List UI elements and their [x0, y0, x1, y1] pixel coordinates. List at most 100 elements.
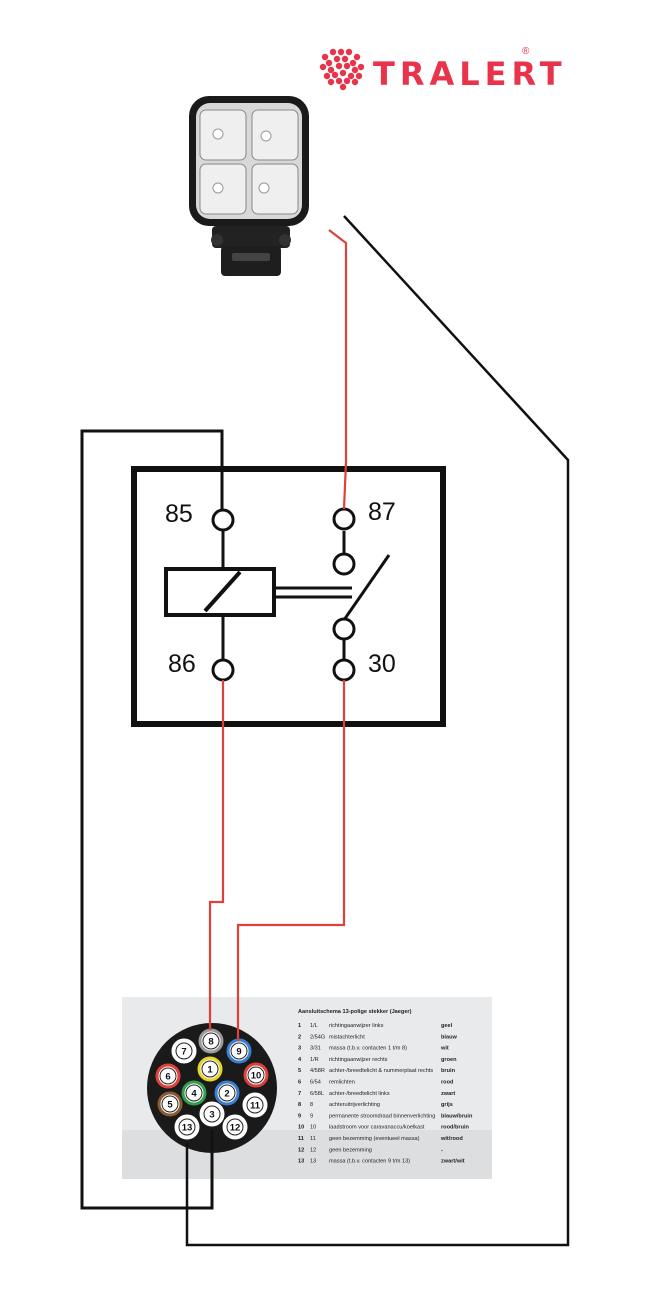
- label-86: 86: [168, 650, 196, 678]
- pin-description: massa (t.b.v. contacten 9 t/m 13): [329, 1159, 410, 1165]
- pin-wire-color: rood: [441, 1080, 454, 1086]
- schema-title: Aansluitschema 13-polige stekker (Jaeger…: [298, 1009, 412, 1015]
- connector-pin-socket: [159, 1067, 177, 1085]
- pin-code: 12: [310, 1147, 316, 1153]
- pin-code: 2/54G: [310, 1034, 325, 1040]
- relay-coil: [164, 567, 276, 617]
- connector-pin-number: 5: [167, 1100, 173, 1111]
- pin-description: mistachterlicht: [329, 1034, 365, 1040]
- pin-wire-color: blauw: [441, 1034, 457, 1040]
- pin-table-row: 10 10 laadstroom voor caravanaccu/koelkast…: [298, 1125, 470, 1131]
- pin-wire-color: blauw/bruin: [441, 1113, 473, 1119]
- connector-pin-socket: [161, 1095, 179, 1113]
- connector-pin-number: 11: [250, 1101, 261, 1112]
- wire-lamp-positive: [328, 229, 348, 510]
- pin-table-row: 9 9 permanente stroomdraad binnenverlichti…: [298, 1113, 473, 1119]
- pin-number: 5: [298, 1068, 301, 1074]
- switch-lever: [342, 554, 391, 621]
- pin-description: achter-/breedtelicht & nummerplaat recht…: [329, 1068, 433, 1074]
- pin-code: 6/54: [310, 1080, 321, 1086]
- pin-wire-color: rood/bruin: [441, 1125, 470, 1131]
- connector-pin-socket: [185, 1084, 203, 1102]
- terminal-87: [332, 507, 356, 531]
- lamp-bracket: [212, 226, 290, 248]
- pin-table-row: 2 2/54G mistachterlicht blauw: [298, 1034, 457, 1040]
- relay: 85 87 86 30: [131, 466, 446, 727]
- registered-mark: ®: [522, 46, 530, 57]
- label-87: 87: [368, 498, 396, 526]
- connector-pin-number: 7: [181, 1047, 186, 1058]
- connector-pin-socket: [226, 1118, 244, 1136]
- pin-wire-color: grijs: [441, 1102, 453, 1108]
- led-cell-2: [251, 109, 299, 161]
- pin-description: massa (t.b.v. contacten 1 t/m 8): [329, 1046, 407, 1052]
- connector-pin-socket: [201, 1060, 219, 1078]
- connector-pin-number: 8: [208, 1037, 213, 1048]
- pin-number: 9: [298, 1113, 301, 1119]
- pin-description: achteruitrijverlichting: [329, 1102, 380, 1108]
- pin-number: 8: [298, 1102, 301, 1108]
- contact-30-internal: [332, 617, 356, 641]
- terminal-86: [211, 658, 235, 682]
- pin-number: 10: [298, 1125, 304, 1131]
- pin-number: 4: [298, 1057, 302, 1063]
- pin-code: 1/R: [310, 1057, 319, 1063]
- pin-code: 11: [310, 1136, 316, 1142]
- pin-code: 10: [310, 1125, 316, 1131]
- connector-pin-number: 4: [191, 1089, 197, 1100]
- pin-number: 2: [298, 1034, 301, 1040]
- pin-wire-color: groen: [441, 1057, 457, 1063]
- connector-pin-number: 13: [182, 1123, 193, 1134]
- pin-wire-color: geel: [441, 1023, 453, 1029]
- connector-pin-socket: [178, 1118, 196, 1136]
- connector-pin-socket: [230, 1042, 248, 1060]
- pin-wire-color: -: [441, 1147, 443, 1153]
- pin-description: richtingaanwijzer links: [329, 1023, 384, 1029]
- pin-table-row: 3 3/31 massa (t.b.v. contacten 1 t/m 8) wit: [298, 1046, 449, 1052]
- pin-description: geen bezemming: [329, 1147, 372, 1153]
- pin-code: 8: [310, 1102, 313, 1108]
- terminal-30: [332, 658, 356, 682]
- connector-pin-number: 9: [236, 1047, 241, 1058]
- pin-description: achter-/breedtelicht links: [329, 1091, 390, 1097]
- pin-wire-color: zwart: [441, 1091, 455, 1097]
- pin-number: 7: [298, 1091, 301, 1097]
- pin-description: laadstroom voor caravanaccu/koelkast: [329, 1125, 425, 1131]
- pin-wire-color: wit: [440, 1046, 449, 1052]
- logo-dot-mark: [319, 48, 365, 91]
- connector-pin-socket: [218, 1084, 236, 1102]
- pin-code: 3/31: [310, 1046, 321, 1052]
- pin-table-row: 8 8 achteruitrijverlichting grijs: [298, 1102, 453, 1108]
- pin-wire-color: zwart/wit: [441, 1159, 465, 1165]
- pin-description: geen bezemming (eventueel massa): [329, 1136, 420, 1142]
- connector-pin-socket: [202, 1032, 220, 1050]
- connector-pin-number: 12: [230, 1123, 241, 1134]
- pin-number: 11: [298, 1136, 304, 1142]
- wire-86-to-pin8: [208, 680, 225, 1030]
- pin-description: permanente stroomdraad binnenverlichting: [329, 1113, 435, 1119]
- label-85: 85: [165, 500, 193, 528]
- tralert-logo: TRALERT ®: [319, 46, 562, 93]
- connector-pin-number: 6: [165, 1072, 170, 1083]
- pin-number: 3: [298, 1046, 301, 1052]
- pin-code: 13: [310, 1159, 316, 1165]
- wire-30-to-pin9: [236, 680, 346, 1041]
- contact-87-internal: [332, 552, 356, 576]
- relay-housing: [131, 466, 446, 727]
- connector-pin-socket: [175, 1042, 193, 1060]
- led-cell-4: [251, 163, 299, 215]
- led-work-lamp: [189, 96, 309, 276]
- connector-pin-socket: [247, 1066, 265, 1084]
- pin-code: 9: [310, 1113, 313, 1119]
- connector-pin-number: 3: [209, 1110, 214, 1121]
- pin-wire-color: bruin: [441, 1068, 456, 1074]
